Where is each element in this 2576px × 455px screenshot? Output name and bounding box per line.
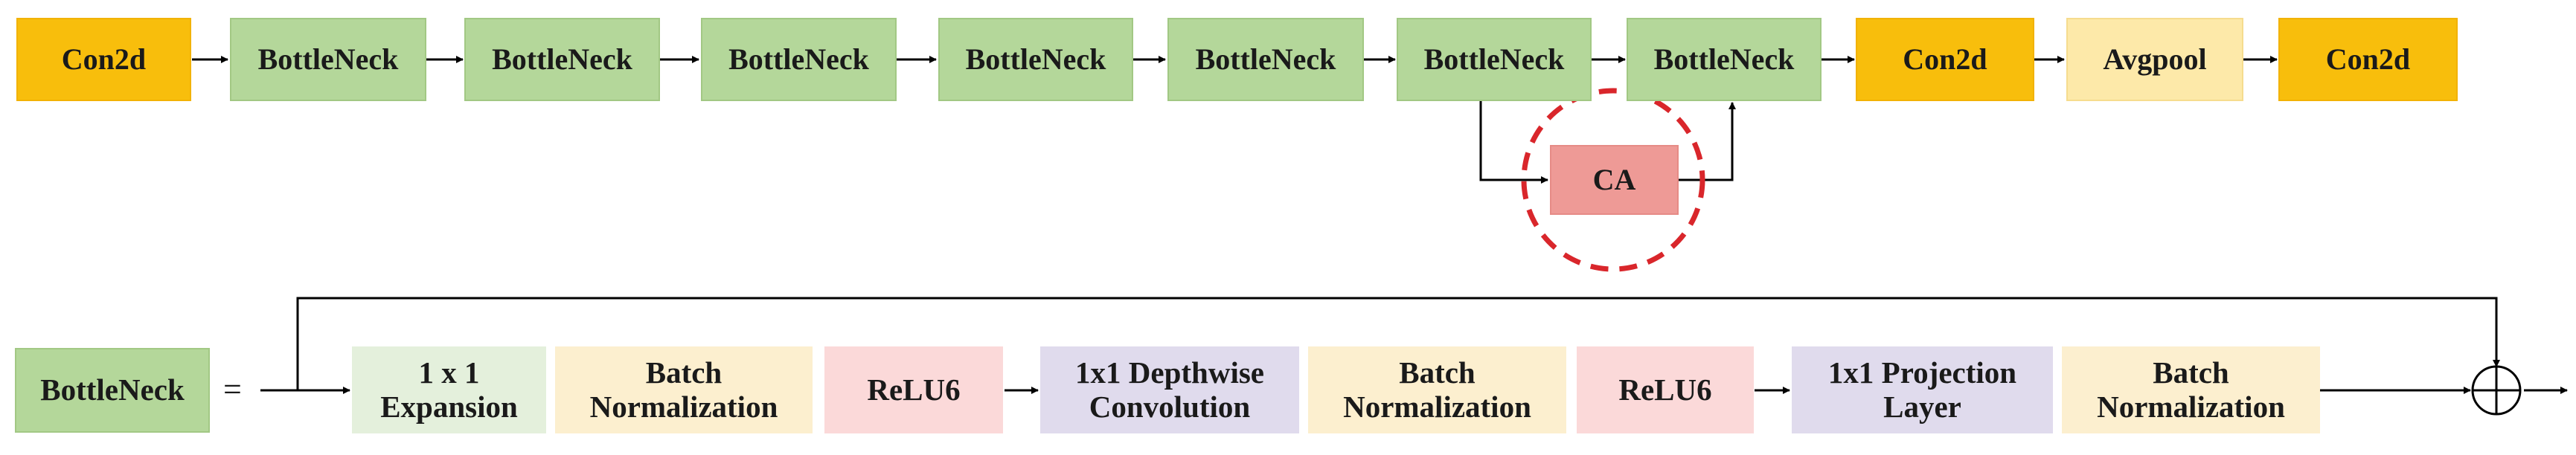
relu6-layer-1: ReLU6 <box>824 346 1003 433</box>
add-icon <box>2471 365 2522 416</box>
equals-sign: = <box>223 371 242 407</box>
highlight-circle <box>1521 88 1705 272</box>
bottleneck-legend-block: BottleNeck <box>15 348 210 433</box>
arrow-bottleneck-to-ca <box>1479 101 1548 184</box>
conv2d-block-2: Con2d <box>1856 18 2034 101</box>
bottleneck-block-3: BottleNeck <box>701 18 897 101</box>
relu6-layer-2: ReLU6 <box>1577 346 1754 433</box>
bottleneck-block-1: BottleNeck <box>230 18 426 101</box>
bottleneck-block-4: BottleNeck <box>938 18 1133 101</box>
arrow-bottleneck-input <box>260 297 2500 392</box>
avgpool-block: Avgpool <box>2066 18 2243 101</box>
bottleneck-block-6: BottleNeck <box>1397 18 1592 101</box>
bottleneck-block-7: BottleNeck <box>1627 18 1822 101</box>
bottleneck-block-2: BottleNeck <box>464 18 660 101</box>
bottleneck-block-5: BottleNeck <box>1167 18 1364 101</box>
conv2d-block-1: Con2d <box>16 18 191 101</box>
conv2d-block-3: Con2d <box>2278 18 2458 101</box>
ca-block: CA <box>1550 145 1679 215</box>
arrow-ca-to-bottleneck <box>1679 102 1736 181</box>
